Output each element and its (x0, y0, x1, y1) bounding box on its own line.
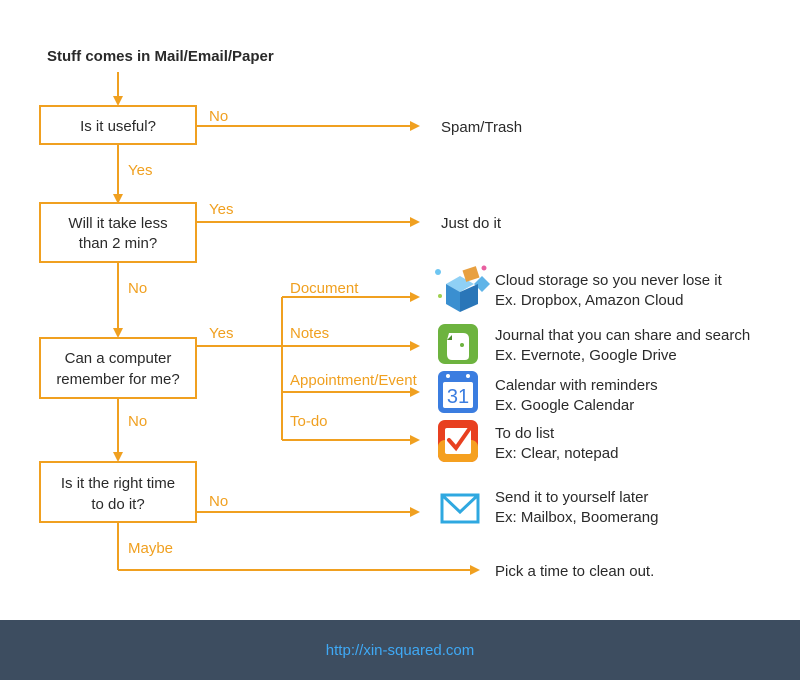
flowchart-title: Stuff comes in Mail/Email/Paper (47, 48, 274, 65)
outcome-spam: Spam/Trash (441, 119, 522, 136)
outcome-journal-line1: Journal that you can share and search (495, 327, 750, 344)
edge-label-lessthan2-no: No (128, 280, 147, 297)
outcome-todo-line1: To do list (495, 425, 555, 442)
outcome-cloud-line1: Cloud storage so you never lose it (495, 272, 723, 289)
edge-label-appointment: Appointment/Event (290, 372, 418, 389)
edge-label-righttime-no: No (209, 493, 228, 510)
node-text: Is it useful? (80, 118, 156, 135)
node-text-line1: Is it the right time (61, 475, 175, 492)
node-text-line2: than 2 min? (79, 235, 157, 252)
outcome-journal-line2: Ex. Evernote, Google Drive (495, 347, 677, 364)
clear-app-icon (438, 420, 478, 462)
outcome-sendlater-line1: Send it to yourself later (495, 489, 648, 506)
node-text-line1: Will it take less (68, 215, 167, 232)
mailbox-icon (440, 493, 480, 524)
dropbox-icon (435, 265, 490, 312)
outcome-todo-line2: Ex: Clear, notepad (495, 445, 618, 462)
node-text-line1: Can a computer (65, 350, 172, 367)
edge-label-computer-yes: Yes (209, 325, 233, 342)
evernote-icon (438, 324, 478, 364)
edge-label-computer-no: No (128, 413, 147, 430)
outcome-sendlater-line2: Ex: Mailbox, Boomerang (495, 509, 658, 526)
outcome-calendar-line2: Ex. Google Calendar (495, 397, 634, 414)
decision-less-than-2-min: Will it take less than 2 min? (39, 202, 197, 263)
edge-label-notes: Notes (290, 325, 329, 342)
decision-computer-remember: Can a computer remember for me? (39, 337, 197, 399)
edge-label-todo: To-do (290, 413, 328, 430)
edge-label-lessthan2-yes: Yes (209, 201, 233, 218)
edge-label-document: Document (290, 280, 359, 297)
footer-link[interactable]: http://xin-squared.com (325, 641, 475, 659)
outcome-just-do-it: Just do it (441, 215, 502, 232)
footer: http://xin-squared.com (0, 620, 800, 680)
edge-label-righttime-maybe: Maybe (128, 540, 173, 557)
outcome-pick-time: Pick a time to clean out. (495, 563, 654, 580)
edge-label-useful-no: No (209, 108, 228, 125)
calendar-number: 31 (447, 386, 469, 408)
node-text-line2: remember for me? (56, 371, 179, 388)
flowchart: Stuff comes in Mail/Email/Paper Is it us… (39, 48, 750, 580)
edge-label-useful-yes: Yes (128, 162, 152, 179)
node-text-line2: to do it? (91, 496, 144, 513)
flow-connectors (113, 72, 480, 575)
decision-right-time: Is it the right time to do it? (39, 461, 197, 523)
outcome-calendar-line1: Calendar with reminders (495, 377, 658, 394)
outcome-cloud-line2: Ex. Dropbox, Amazon Cloud (495, 292, 683, 309)
decision-useful: Is it useful? (39, 105, 197, 145)
google-calendar-icon: 31 (438, 371, 478, 413)
